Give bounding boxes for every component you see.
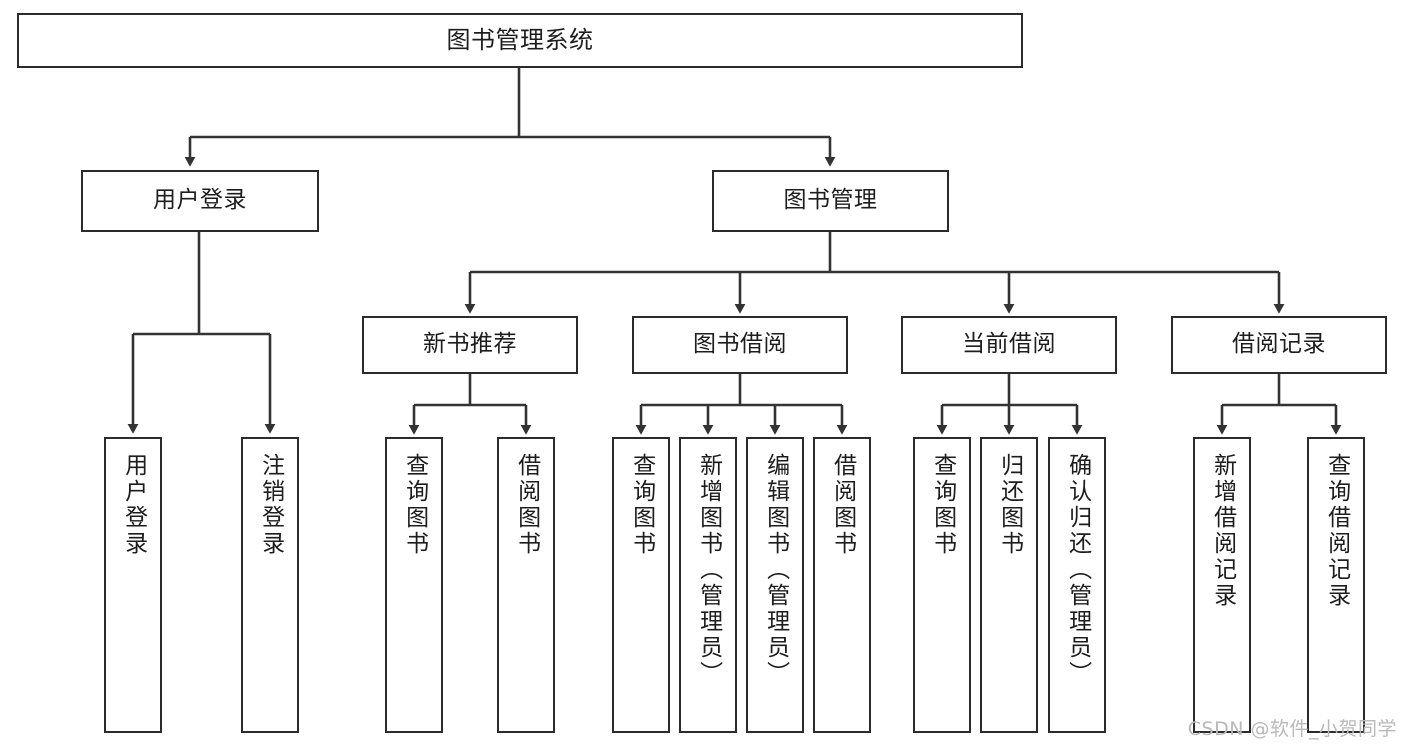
leaf-query-book-new-recommend[interactable]: 查询图书 (385, 437, 443, 733)
node-label: 图书借阅 (693, 331, 787, 358)
node-label: 查询图书 (401, 453, 428, 557)
leaf-query-borrow-record[interactable]: 查询借阅记录 (1307, 437, 1365, 733)
node-label: 确认归还（管理员） (1064, 453, 1091, 687)
leaf-edit-book-admin[interactable]: 编辑图书（管理员） (746, 437, 804, 733)
node-label: 归还图书 (996, 453, 1023, 557)
node-label: 注销登录 (257, 453, 284, 557)
leaf-query-book-current[interactable]: 查询图书 (913, 437, 971, 733)
node-label: 借阅记录 (1232, 331, 1326, 358)
node-label: 新增借阅记录 (1209, 453, 1236, 609)
node-label: 编辑图书（管理员） (762, 453, 789, 687)
node-label: 图书管理 (783, 187, 878, 214)
node-label: 用户登录 (120, 453, 147, 557)
node-label: 借阅图书 (513, 453, 540, 557)
node-label: 用户登录 (153, 187, 247, 214)
leaf-user-login[interactable]: 用户登录 (104, 437, 162, 733)
node-label: 图书管理系统 (446, 26, 594, 55)
leaf-confirm-return-admin[interactable]: 确认归还（管理员） (1048, 437, 1106, 733)
node-label: 新书推荐 (423, 331, 517, 358)
node-new-book-recommend[interactable]: 新书推荐 (362, 316, 578, 374)
leaf-return-book[interactable]: 归还图书 (980, 437, 1038, 733)
node-book-borrow[interactable]: 图书借阅 (632, 316, 848, 374)
node-label: 借阅图书 (829, 453, 856, 557)
leaf-query-book-borrow[interactable]: 查询图书 (612, 437, 670, 733)
node-user-login[interactable]: 用户登录 (81, 170, 319, 232)
leaf-borrow-book[interactable]: 借阅图书 (813, 437, 871, 733)
node-current-borrow[interactable]: 当前借阅 (901, 316, 1117, 374)
node-label: 当前借阅 (962, 331, 1056, 358)
node-label: 查询图书 (628, 453, 655, 557)
node-label: 新增图书（管理员） (695, 453, 722, 687)
node-book-management[interactable]: 图书管理 (712, 170, 949, 232)
leaf-logout-login[interactable]: 注销登录 (241, 437, 299, 733)
node-borrow-record[interactable]: 借阅记录 (1171, 316, 1387, 374)
leaf-add-book-admin[interactable]: 新增图书（管理员） (679, 437, 737, 733)
node-label: 查询图书 (929, 453, 956, 557)
node-label: 查询借阅记录 (1323, 453, 1350, 609)
csdn-watermark: CSDN @软件_小贺同学 (1187, 718, 1397, 740)
leaf-borrow-book-new-recommend[interactable]: 借阅图书 (497, 437, 555, 733)
leaf-add-borrow-record[interactable]: 新增借阅记录 (1193, 437, 1251, 733)
node-root-book-management-system[interactable]: 图书管理系统 (17, 13, 1023, 68)
